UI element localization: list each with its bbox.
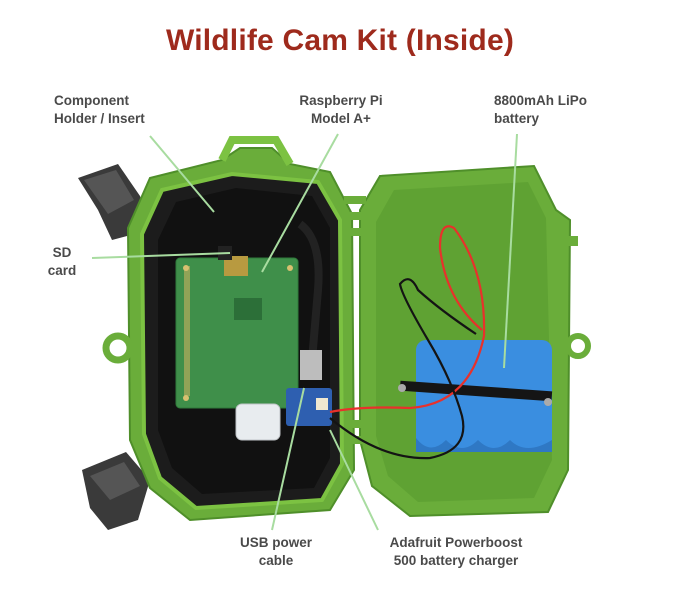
label-powerboost: Adafruit Powerboost 500 battery charger [389,535,523,568]
black-wire [329,278,477,460]
lipo-battery [398,340,553,452]
page-title: Wildlife Cam Kit (Inside) [165,24,515,57]
label-usb-cable: USB power cable [239,535,312,568]
label-battery: 8800mAh LiPo battery [494,93,588,126]
label-component-holder: Component Holder / Insert [54,93,145,126]
label-raspberry-pi: Raspberry Pi Model A+ [299,93,383,126]
leader-lines [91,133,518,531]
red-wire [329,225,486,414]
raspberry-pi-board [175,246,299,409]
bottom-latch-strap [82,452,150,530]
label-sd-card: SD card [47,245,77,278]
powerboost-board [286,388,332,426]
